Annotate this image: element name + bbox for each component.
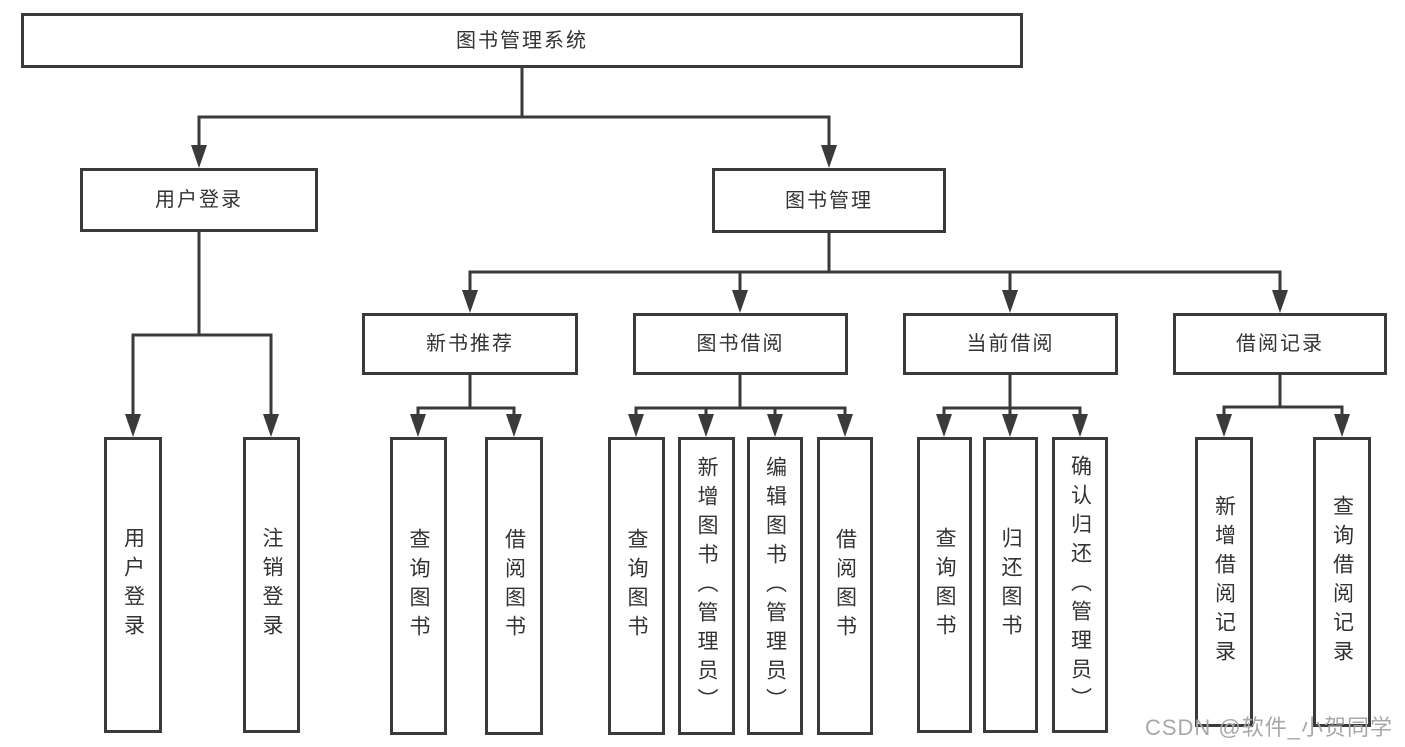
node-label-root: 图书管理系统 <box>456 29 588 52</box>
node-label-borrowing-records: 借阅记录 <box>1236 333 1324 355</box>
arrowhead <box>1002 290 1018 313</box>
arrowhead <box>1334 414 1350 437</box>
node-leaf-edit-books-admin: 编辑图书（管理员） <box>747 437 803 735</box>
node-new-book-recommend: 新书推荐 <box>362 313 578 375</box>
arrowhead <box>767 414 783 437</box>
node-label-leaf-confirm-return-admin: 确认归还（管理员） <box>1068 454 1092 716</box>
connector-lines <box>131 68 1344 418</box>
arrowhead <box>1072 414 1088 437</box>
node-leaf-borrow-books-borrowing: 借阅图书 <box>817 437 873 735</box>
arrowhead <box>1002 414 1018 437</box>
watermark: CSDN @软件_小贺同学 <box>1144 715 1393 740</box>
node-label-book-management: 图书管理 <box>785 189 873 212</box>
arrowhead <box>462 290 478 313</box>
node-leaf-confirm-return-admin: 确认归还（管理员） <box>1052 437 1108 733</box>
node-leaf-add-borrow-record: 新增借阅记录 <box>1195 437 1253 727</box>
node-label-leaf-edit-books-admin: 编辑图书（管理员） <box>763 455 787 717</box>
node-label-leaf-query-borrow-record: 查询借阅记录 <box>1330 495 1354 669</box>
arrowhead <box>191 145 207 168</box>
node-label-leaf-add-books-admin: 新增图书（管理员） <box>695 455 718 717</box>
arrowhead <box>698 414 714 437</box>
node-label-leaf-query-books-recommend: 查询图书 <box>407 528 430 644</box>
node-label-leaf-borrow-books-recommend: 借阅图书 <box>502 528 526 644</box>
node-borrowing-records: 借阅记录 <box>1173 313 1387 375</box>
node-label-new-book-recommend: 新书推荐 <box>426 333 514 355</box>
arrowhead <box>732 290 748 313</box>
node-leaf-logout: 注销登录 <box>243 437 300 733</box>
node-root: 图书管理系统 <box>21 13 1023 68</box>
node-label-current-borrowing: 当前借阅 <box>966 333 1055 355</box>
node-label-leaf-return-books: 归还图书 <box>999 527 1022 643</box>
node-label-leaf-add-borrow-record: 新增借阅记录 <box>1212 495 1236 669</box>
node-label-leaf-user-login: 用户登录 <box>121 527 145 643</box>
node-label-leaf-query-books-current: 查询图书 <box>933 527 956 643</box>
node-book-management: 图书管理 <box>712 168 946 233</box>
arrowhead <box>263 414 279 437</box>
node-label-book-borrowing: 图书借阅 <box>696 333 785 355</box>
arrowhead <box>1272 290 1288 313</box>
arrowhead <box>628 414 644 437</box>
node-leaf-user-login: 用户登录 <box>104 437 162 733</box>
node-current-borrowing: 当前借阅 <box>903 313 1118 375</box>
arrowhead <box>410 414 426 437</box>
node-leaf-add-books-admin: 新增图书（管理员） <box>678 437 735 735</box>
arrowhead <box>821 145 837 168</box>
node-leaf-borrow-books-recommend: 借阅图书 <box>485 437 543 735</box>
node-book-borrowing: 图书借阅 <box>633 313 848 375</box>
node-label-user-login: 用户登录 <box>155 189 243 211</box>
arrowhead <box>1216 414 1232 437</box>
node-label-leaf-query-books-borrowing: 查询图书 <box>625 528 648 644</box>
node-leaf-return-books: 归还图书 <box>983 437 1038 733</box>
arrowhead <box>506 414 522 437</box>
node-user-login: 用户登录 <box>80 168 318 232</box>
node-label-leaf-logout: 注销登录 <box>260 527 283 643</box>
arrowhead <box>125 414 141 437</box>
node-leaf-query-books-recommend: 查询图书 <box>390 437 447 735</box>
arrowhead <box>936 414 952 437</box>
node-leaf-query-borrow-record: 查询借阅记录 <box>1313 437 1371 727</box>
node-leaf-query-books-borrowing: 查询图书 <box>608 437 665 735</box>
node-label-leaf-borrow-books-borrowing: 借阅图书 <box>833 528 857 644</box>
node-leaf-query-books-current: 查询图书 <box>917 437 972 733</box>
arrowhead <box>837 414 853 437</box>
